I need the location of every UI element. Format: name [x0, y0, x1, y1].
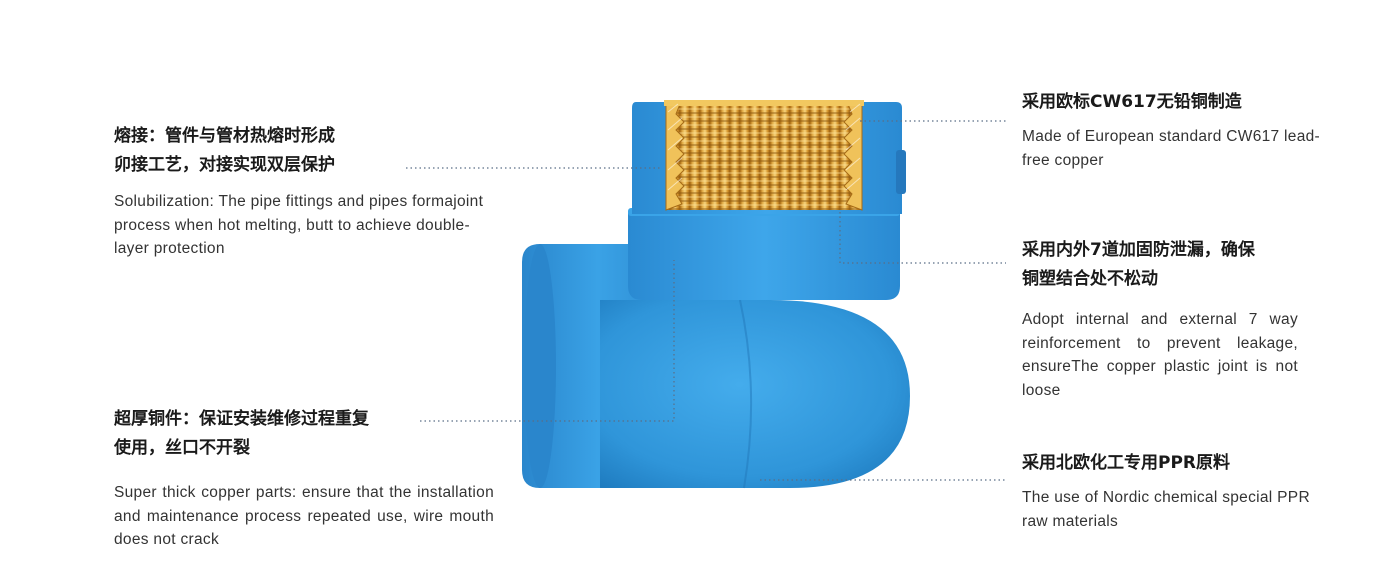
callout-thick-copper-desc: Super thick copper parts: ensure that th…: [114, 484, 494, 548]
callout-ppr-desc: The use of Nordic chemical special PPR r…: [1022, 489, 1310, 530]
brass-teeth-left: [665, 103, 685, 211]
callout-reinforcement-title-2: 铜塑结合处不松动: [1022, 269, 1158, 289]
brass-teeth-right: [843, 103, 863, 211]
insert-hatching: [667, 103, 861, 191]
brass-insert: [666, 104, 862, 210]
elbow-shade: [739, 299, 753, 489]
upper-collar: [628, 212, 900, 300]
left-socket-face: [524, 244, 556, 488]
callout-hot-melt-title-1: 熔接：管件与管材热熔时形成: [114, 126, 335, 146]
callout-thick-copper-title-2: 使用，丝口不开裂: [114, 438, 250, 458]
leader-thick-copper: [420, 260, 675, 422]
callout-thick-copper: 超厚铜件：保证安装维修过程重复 使用，丝口不开裂 Super thick cop…: [114, 405, 494, 552]
callout-lead-free: 采用欧标CW617无铅铜制造 Made of European standard…: [1022, 88, 1322, 172]
callout-reinforcement: 采用内外7道加固防泄漏，确保 铜塑结合处不松动 Adopt internal a…: [1022, 236, 1298, 402]
callout-reinforcement-title-1: 采用内外7道加固防泄漏，确保: [1022, 240, 1255, 260]
brass-rim: [664, 100, 864, 106]
callout-hot-melt: 熔接：管件与管材热熔时形成 卯接工艺，对接实现双层保护 Solubilizati…: [114, 122, 494, 261]
callout-hot-melt-title-2: 卯接工艺，对接实现双层保护: [114, 155, 335, 175]
callout-ppr-title: 采用北欧化工专用PPR原料: [1022, 453, 1231, 473]
callout-hot-melt-desc: Solubilization: The pipe fittings and pi…: [114, 193, 484, 257]
leader-lines: [406, 120, 1006, 481]
elbow-body: [600, 300, 910, 488]
callout-lead-free-title: 采用欧标CW617无铅铜制造: [1022, 92, 1242, 112]
callout-ppr: 采用北欧化工专用PPR原料 The use of Nordic chemical…: [1022, 449, 1322, 533]
leader-reinforcement: [839, 212, 1006, 264]
side-nub: [896, 150, 906, 194]
callout-thick-copper-title-1: 超厚铜件：保证安装维修过程重复: [114, 409, 369, 429]
callout-reinforcement-desc: Adopt internal and external 7 way reinfo…: [1022, 311, 1298, 399]
callout-lead-free-desc: Made of European standard CW617 lead-fre…: [1022, 128, 1321, 169]
